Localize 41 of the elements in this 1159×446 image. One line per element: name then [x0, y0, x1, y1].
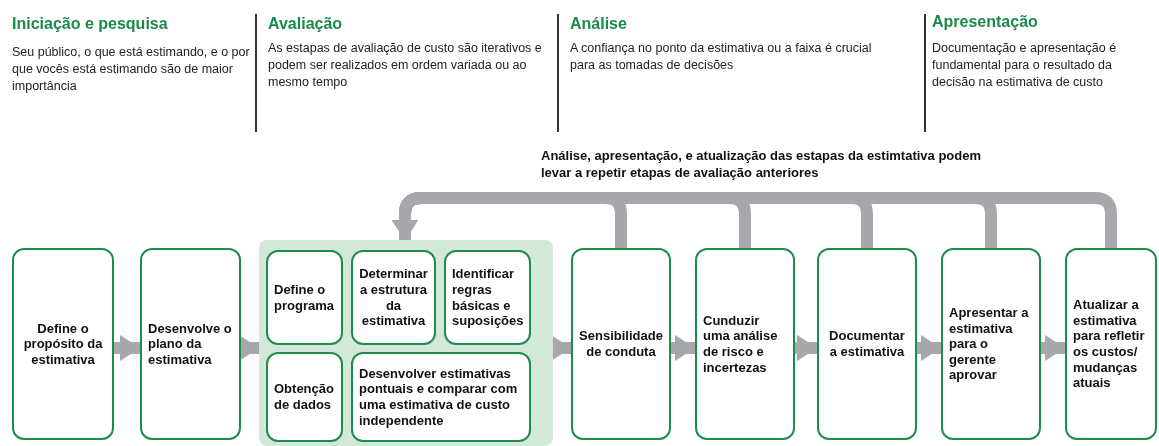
- step-text: Apresentar a estimativa para o gerente aprovar: [949, 305, 1030, 383]
- section-description: A confiança no ponto da estimativa ou a faixa é crucial para as tomadas de decisões: [570, 40, 873, 74]
- section-heading: Análise: [570, 14, 628, 34]
- step-text: Obtenção de dados: [274, 381, 335, 413]
- step-text: Documentar a estimativa: [828, 328, 906, 360]
- section-description: Seu público, o que está estimando, e o por que vocês está estimando são de maior importância: [12, 44, 251, 95]
- step-text: Define o propósito da estimativa: [22, 320, 104, 368]
- flow-arrow: [795, 335, 817, 361]
- flow-arrow: [114, 335, 140, 361]
- flow-arrow: [1041, 335, 1065, 361]
- process-box: [941, 248, 1041, 440]
- section-heading: Apresentação: [932, 12, 1039, 32]
- process-box: [266, 250, 343, 345]
- step-text: Determinar a estrutura da estimativa: [359, 266, 428, 329]
- section-description: Documentação e apresentação é fundamental para o resultado da decisão na estimativa de custo: [932, 40, 1118, 91]
- group-panel: [259, 240, 553, 446]
- flow-arrow: [671, 335, 695, 361]
- step-text: Identificar regras básicas e suposições: [452, 266, 523, 329]
- flow-arrow: [917, 335, 941, 361]
- step-text: Cunduzir uma análise de risco e incertezas: [703, 312, 779, 376]
- step-text: Desenvolver estimativas pontuais e comparar com uma estimativa de custo independente: [359, 365, 519, 429]
- note-text: Análise, apresentação, e atualização das estapas da estimtativa podem levar a repetir etapas de avaliação anteriores: [541, 148, 983, 182]
- step-text: Sensibilidade de conduta: [579, 328, 663, 360]
- step-text: Atualizar a estimativa para refletir os custos/ mudanças atuais: [1073, 297, 1146, 391]
- process-box: [695, 248, 795, 440]
- process-box: [571, 248, 671, 440]
- process-box: [351, 352, 531, 442]
- step-text: Define o programa: [274, 281, 335, 314]
- section-heading: Avaliação: [268, 14, 344, 34]
- process-box: [140, 248, 241, 440]
- flow-arrow: [551, 335, 571, 361]
- process-box: [12, 248, 114, 440]
- process-box: [351, 250, 436, 345]
- section-description: As estapas de avaliação de custo são iterativos e podem ser realizados em ordem variada ou ao mesmo tempo: [268, 40, 543, 91]
- step-text: Desenvolve o plano da estimativa: [148, 320, 233, 368]
- process-box: [817, 248, 917, 440]
- process-box: [444, 250, 531, 345]
- flow-arrow: [239, 335, 259, 361]
- process-box: [266, 352, 343, 442]
- process-box: [1065, 248, 1157, 440]
- section-heading: Iniciação e pesquisa: [12, 14, 169, 34]
